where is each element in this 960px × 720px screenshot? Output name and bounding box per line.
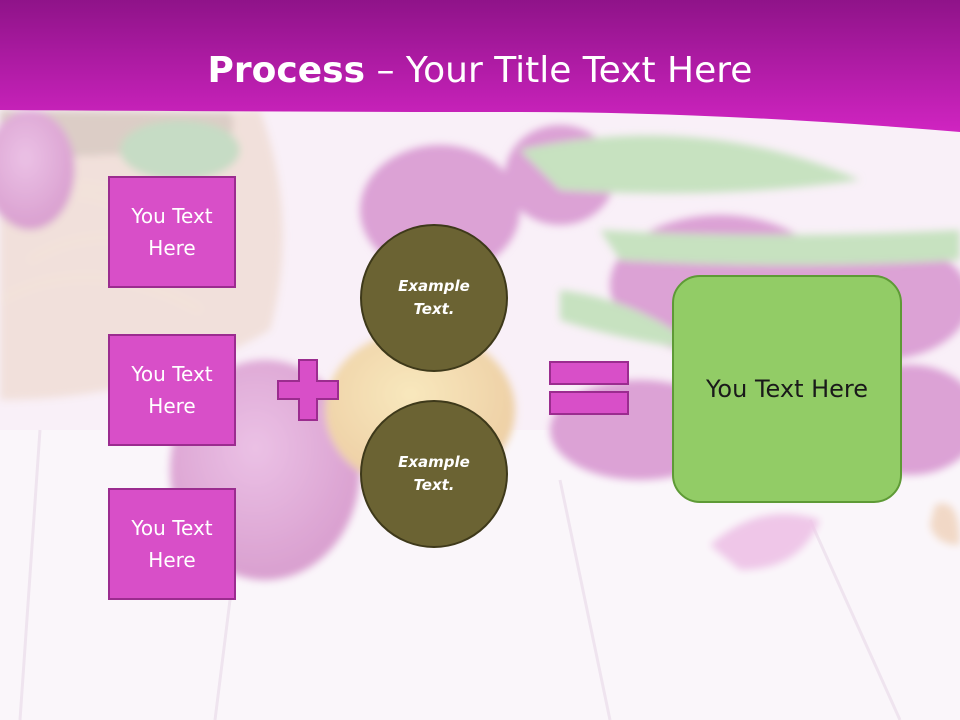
- example-circle-1: Example Text.: [360, 224, 508, 372]
- example-circle-2: Example Text.: [360, 400, 508, 548]
- equals-icon: [549, 361, 629, 415]
- result-box: You Text Here: [672, 275, 902, 503]
- title-rest: – Your Title Text Here: [365, 50, 753, 91]
- slide-title: Process – Your Title Text Here: [0, 50, 960, 91]
- input-box-1: You Text Here: [108, 176, 236, 288]
- title-bold: Process: [207, 50, 366, 91]
- plus-icon: [277, 359, 339, 421]
- input-box-2: You Text Here: [108, 334, 236, 446]
- input-box-3: You Text Here: [108, 488, 236, 600]
